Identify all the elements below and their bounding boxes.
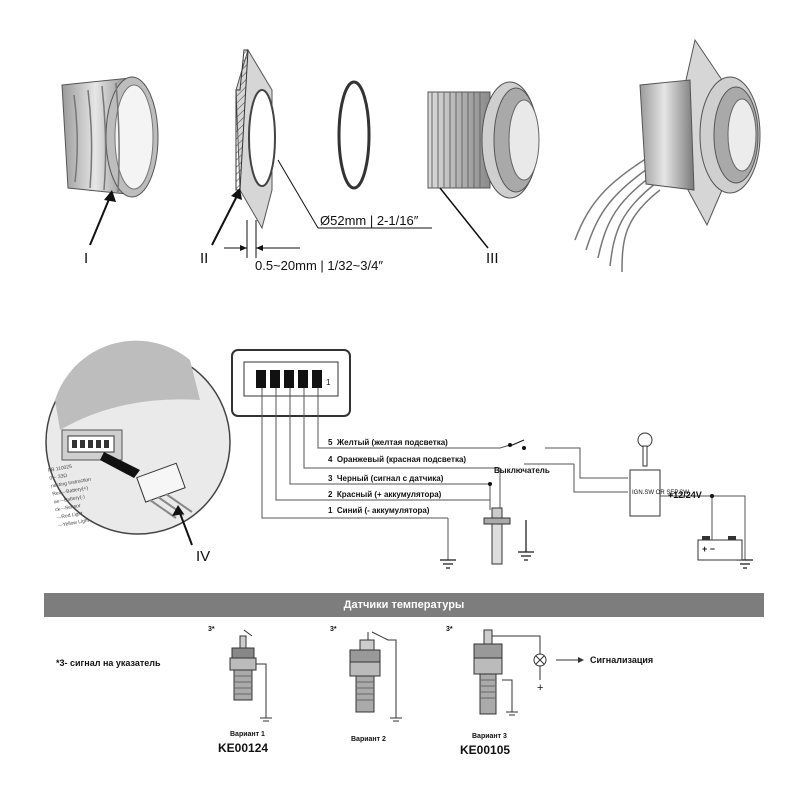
ignition-key-icon — [629, 432, 661, 517]
svg-text:0 ~ 33Ω: 0 ~ 33Ω — [49, 473, 68, 482]
signal-note: *3- сигнал на указатель — [56, 658, 161, 668]
sensor-variant-3 — [473, 629, 584, 716]
part-ii-panel — [235, 48, 276, 230]
sensor-variant-1 — [229, 629, 272, 722]
sensor-2-pin-mark: 3* — [330, 626, 337, 633]
variant-1-code: KE00124 — [218, 741, 269, 755]
o-ring — [337, 80, 371, 190]
svg-text:ck—Sensor: ck—Sensor — [55, 503, 82, 513]
wire-4-label: 4 Оранжевый (красная подсветка) — [328, 455, 467, 464]
hole-diameter-label: Ø52mm | 2-1/16″ — [320, 213, 419, 228]
battery-terminals: + − — [702, 544, 716, 554]
sender-unit — [483, 507, 511, 565]
variant-3-code: KE00105 — [460, 743, 511, 757]
variant-2-label: Вариант 2 — [351, 736, 386, 743]
part-i-nut — [61, 76, 159, 198]
wire-2-label: 2 Красный (+ аккумулятора) — [328, 490, 442, 499]
ignition-switch-label: IGN.SW OR SEP.SW — [632, 490, 689, 496]
label-part-iv: IV — [196, 548, 211, 565]
variant-1-label: Вариант 1 — [230, 731, 265, 738]
wire-3-label: 3 Черный (сигнал с датчика) — [328, 474, 444, 483]
sensors-section-header: Датчики температуры — [44, 593, 764, 617]
label-part-iii: III — [486, 250, 499, 267]
wires — [261, 388, 746, 560]
svg-text:—Red Light: —Red Light — [56, 511, 84, 522]
variant-3-label: Вариант 3 — [472, 733, 507, 740]
voltage-label: +12/24V — [668, 490, 702, 500]
ground-symbols — [440, 520, 753, 569]
sensor-3-pin-mark: 3* — [446, 626, 453, 633]
assembled-gauge — [574, 38, 761, 273]
label-part-i: I — [84, 250, 89, 267]
sensor-variant-2 — [349, 631, 402, 722]
wire-1-label: 1 Синий (- аккумулятора) — [328, 506, 430, 515]
label-part-ii: II — [200, 250, 209, 267]
part-i-arrow — [89, 191, 113, 246]
part-iii-threaded-body — [427, 81, 540, 199]
battery-icon — [697, 536, 743, 561]
alarm-plus: + — [537, 682, 544, 694]
svg-text:—Yellow Light: —Yellow Light — [57, 518, 90, 529]
svg-text:ue—Battery(-): ue—Battery(-) — [53, 494, 85, 505]
sensor-1-pin-mark: 3* — [208, 626, 215, 633]
switch-label: Выключатель — [494, 466, 550, 475]
connector-pin-label: 1 — [326, 378, 331, 387]
wire-5-label: 5 Желтый (желтая подсветка) — [328, 438, 448, 447]
svg-text:FB 110025: FB 110025 — [48, 464, 73, 474]
gauge-connector — [231, 349, 351, 417]
alarm-label: Сигнализация — [590, 655, 654, 665]
panel-thickness-label: 0.5~20mm | 1/32~3/4″ — [255, 258, 383, 273]
